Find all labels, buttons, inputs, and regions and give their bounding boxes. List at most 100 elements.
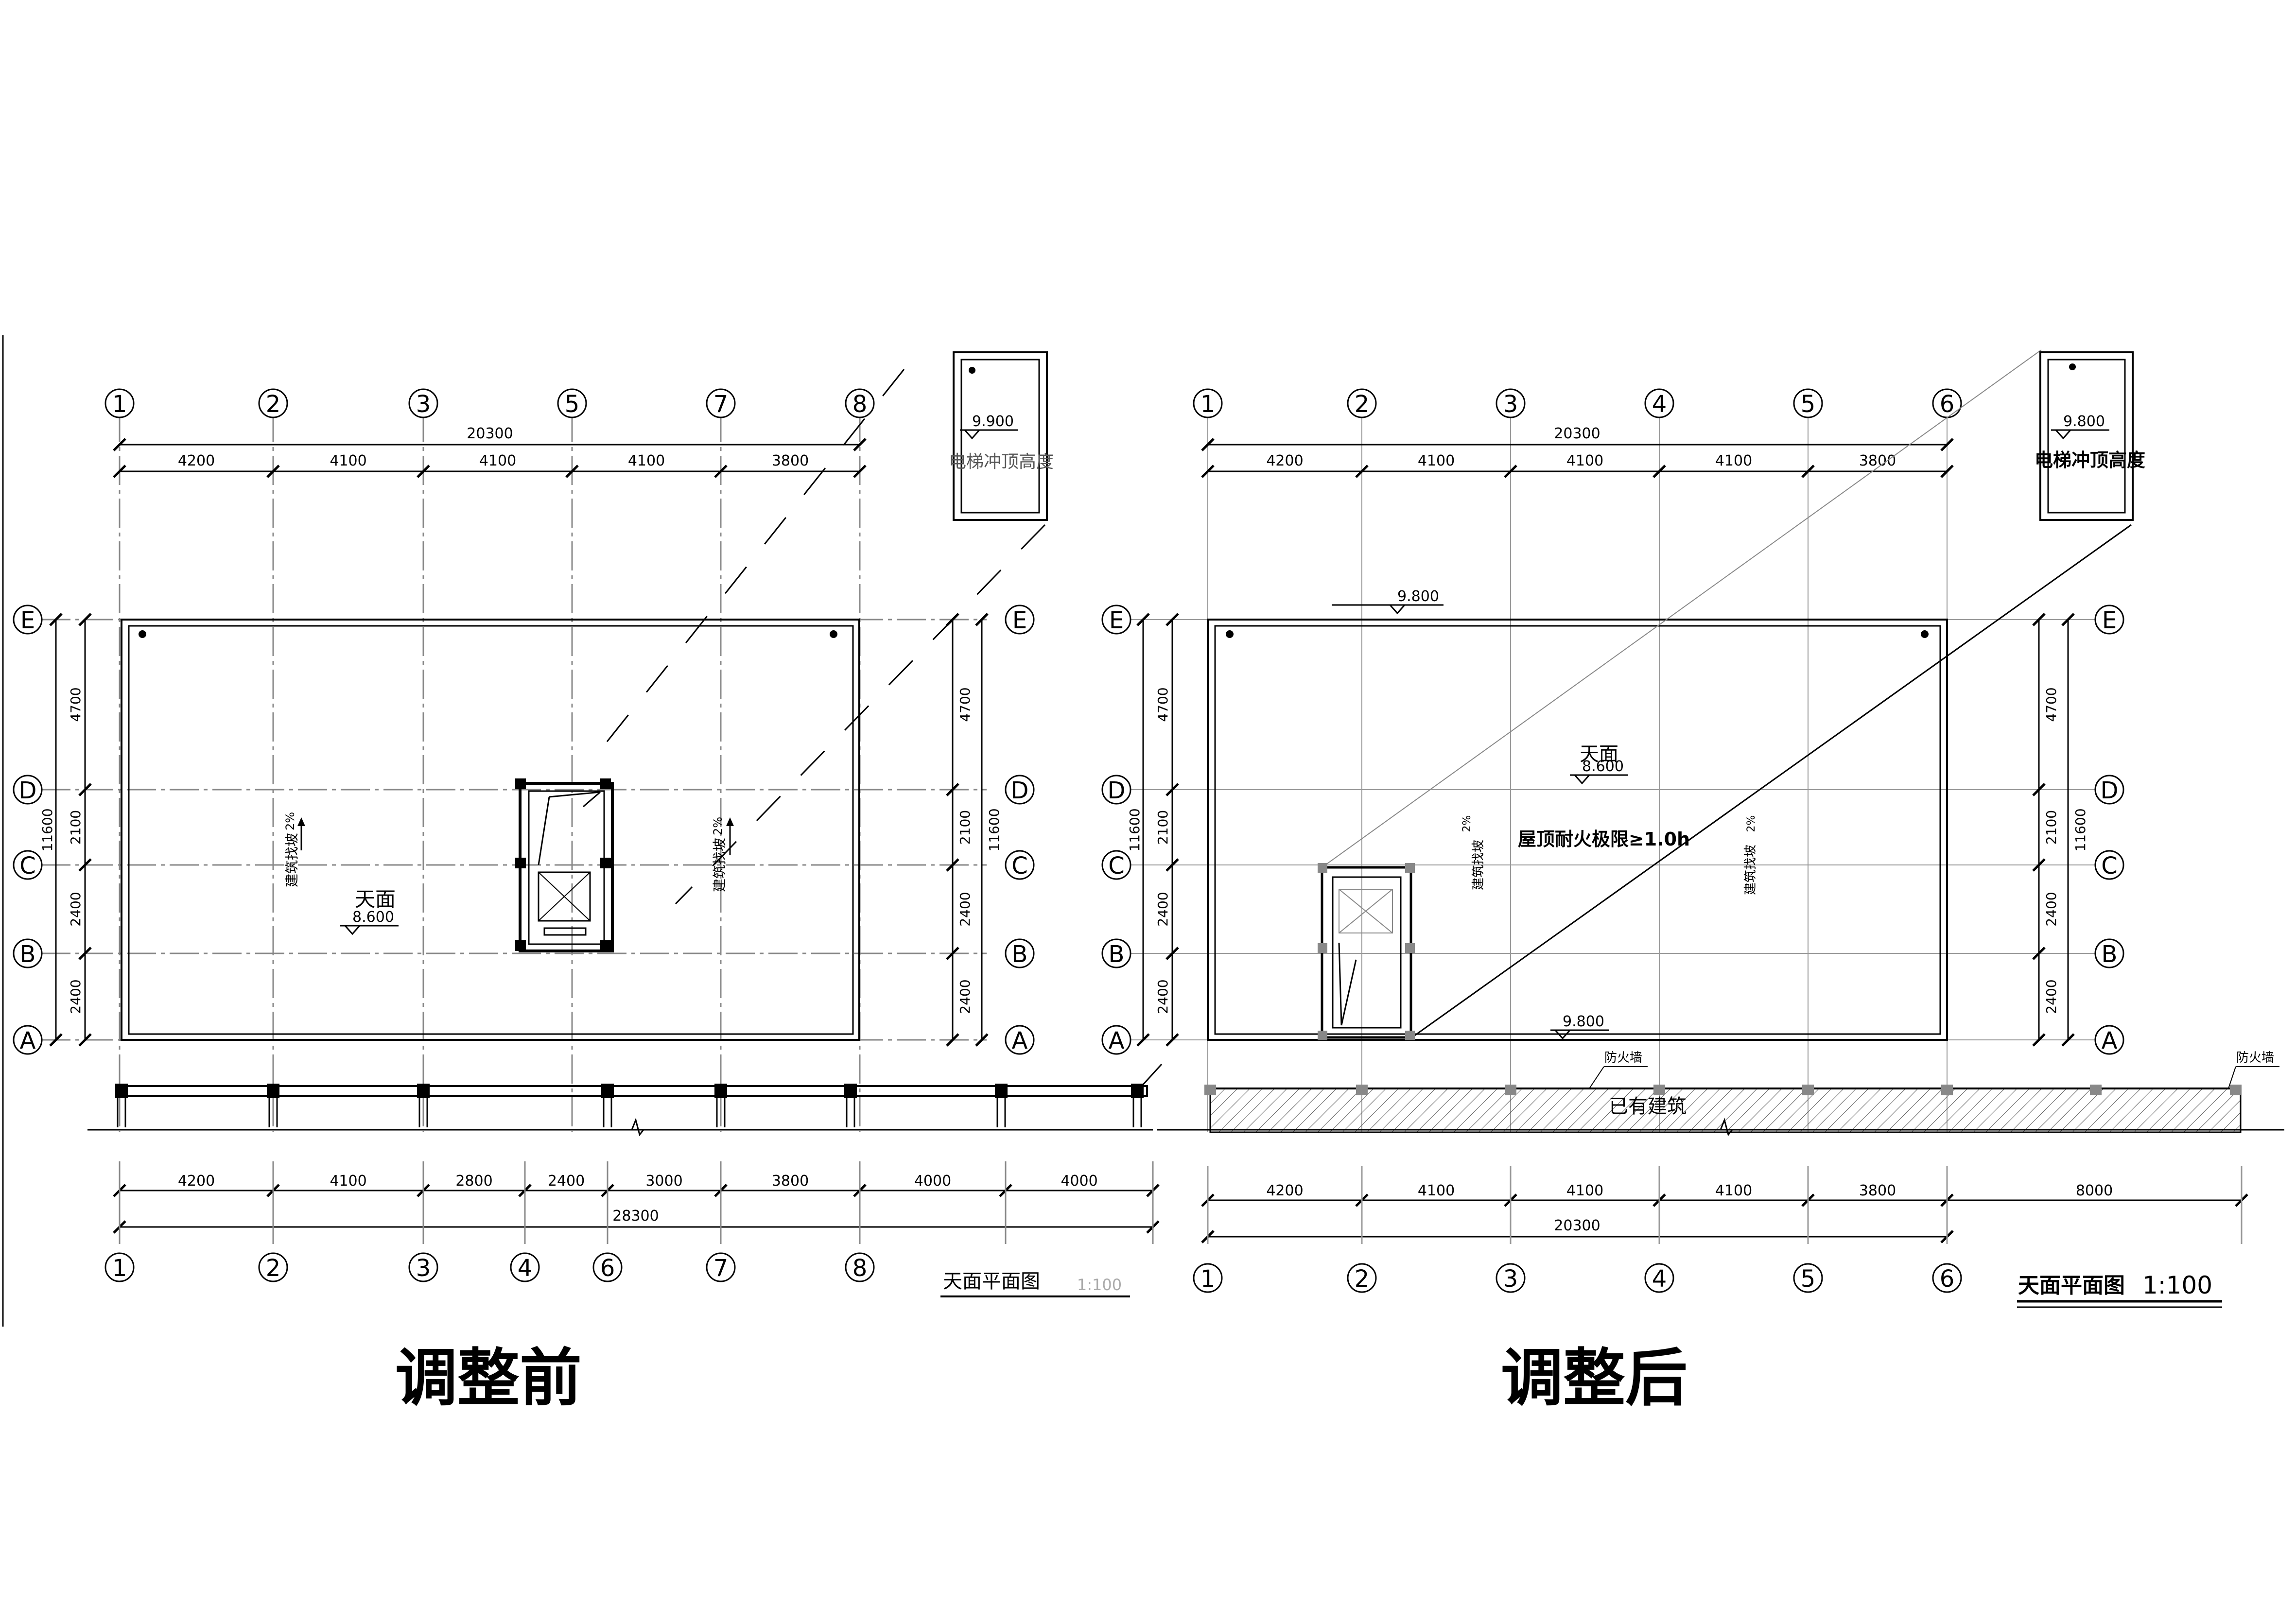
axis-top-1-circle [1193, 388, 1223, 418]
tick [946, 1033, 959, 1047]
bottom-total-dim: 20300 [1554, 1217, 1600, 1234]
drawing-scale: 1:100 [1077, 1276, 1122, 1294]
axis-right-D-label: D [2101, 777, 2119, 804]
axis-top-3-circle [1496, 388, 1526, 418]
inset-dot [969, 367, 975, 374]
axis-top-4-label: 4 [1652, 391, 1667, 418]
tick [78, 613, 92, 626]
tick [1165, 613, 1179, 626]
tick [2032, 613, 2046, 626]
roof-elev-value: 8.600 [1582, 758, 1624, 775]
drain-dot-left [1226, 630, 1234, 638]
axis-top-7-label: 7 [713, 391, 729, 418]
drawing-title: 天面平面图 [2018, 1273, 2125, 1298]
tick [1940, 465, 1954, 478]
inset-label: 电梯冲顶高度 [2035, 449, 2145, 471]
axis-bottom-4-circle [510, 1252, 540, 1282]
bottom-span-3: 4100 [1715, 1182, 1752, 1199]
axis-top-2-circle [1347, 388, 1377, 418]
axis-left-A-label: A [1109, 1027, 1125, 1054]
row-total-dim: 11600 [2072, 808, 2088, 851]
axis-bottom-3-circle [1496, 1263, 1526, 1293]
column [1405, 863, 1415, 873]
axis-right-C-circle [2094, 850, 2124, 880]
slope-pct-left: 2% [283, 812, 297, 830]
top-span-3: 4100 [628, 452, 665, 469]
fire-note: 屋顶耐火极限≥1.0h [1518, 829, 1690, 850]
row-total-dim: 11600 [39, 808, 55, 851]
tick [49, 613, 63, 626]
caption-before: 调整前 [395, 1342, 582, 1415]
axis-bottom-5-circle [1793, 1263, 1823, 1293]
axis-top-3-circle [408, 388, 438, 418]
tick [1940, 438, 1954, 451]
axis-top-1-circle [104, 388, 135, 418]
row-dim-1: 2100 [957, 810, 973, 845]
top-span-1: 4100 [330, 452, 366, 469]
tick [2032, 858, 2046, 872]
axis-right-D-label: D [1011, 777, 1029, 804]
axis-bottom-2-circle [1347, 1263, 1377, 1293]
axis-bottom-1-label: 1 [1200, 1265, 1216, 1293]
axis-right-B-circle [2094, 938, 2124, 968]
fire-wall-leader [1589, 1066, 1604, 1089]
axis-top-5-label: 5 [1801, 391, 1816, 418]
axis-bottom-7-circle [706, 1252, 736, 1282]
axis-bottom-1-circle [104, 1252, 135, 1282]
top-span-4: 3800 [1859, 452, 1896, 469]
axis-bottom-2-label: 2 [266, 1255, 281, 1282]
axis-top-3-label: 3 [416, 391, 431, 418]
section-column-0 [115, 1084, 128, 1098]
tick [78, 783, 92, 796]
tick [714, 465, 728, 478]
tick [2061, 1033, 2075, 1047]
axis-bottom-8-circle [845, 1252, 875, 1282]
bottom-span-6: 4000 [914, 1173, 951, 1190]
tick [49, 1033, 63, 1047]
break-symbol [631, 1118, 644, 1137]
axis-left-A-label: A [20, 1027, 36, 1054]
left-caption-group: 调整前 [395, 1342, 582, 1415]
axis-top-8-label: 8 [852, 391, 868, 418]
axis-top-3-label: 3 [1503, 391, 1518, 418]
axis-right-E-circle [2094, 604, 2124, 635]
axis-left-D-circle [1101, 775, 1131, 805]
slope-arrowhead-left [297, 817, 305, 826]
inset-frame [2039, 351, 2134, 521]
inset-dot [2069, 363, 2076, 370]
tick [1201, 465, 1215, 478]
axis-bottom-6-circle [1932, 1263, 1962, 1293]
slope-arrowhead-right [726, 817, 734, 826]
axis-bottom-6-label: 6 [1940, 1265, 1955, 1293]
tick [113, 465, 126, 478]
row-dim-1: 2100 [1155, 810, 1171, 845]
axis-right-B-label: B [1012, 941, 1028, 968]
bottom-span-1: 4100 [1418, 1182, 1455, 1199]
inset-inner [2047, 359, 2126, 514]
fire-wall-leader [2228, 1066, 2236, 1089]
section-column-3 [1653, 1085, 1665, 1095]
axis-right-A-label: A [2102, 1027, 2118, 1054]
axis-top-5-circle [557, 388, 587, 418]
elevator-stair-line [549, 791, 601, 798]
tick [1136, 613, 1150, 626]
axis-top-5-circle [1793, 388, 1823, 418]
tick [946, 947, 959, 960]
roof-label: 天面 [355, 887, 396, 911]
column [600, 858, 611, 868]
bottom-total-dim: 28300 [612, 1208, 659, 1225]
axis-left-D-label: D [19, 777, 37, 804]
column [1318, 943, 1327, 953]
tick [565, 465, 579, 478]
break-symbol [1720, 1118, 1733, 1137]
bottom-span-0: 4200 [178, 1173, 215, 1190]
bottom-span-1: 4100 [330, 1173, 366, 1190]
axis-left-C-circle [1101, 850, 1131, 880]
slope-pct-right: 2% [1745, 815, 1757, 832]
row-dim-2: 2400 [68, 892, 84, 926]
section-column-0 [1204, 1085, 1216, 1095]
row-dim-0: 4700 [2043, 687, 2059, 722]
axis-left-C-circle [13, 850, 43, 880]
slope-note-right: 建筑找坡 [712, 838, 728, 892]
